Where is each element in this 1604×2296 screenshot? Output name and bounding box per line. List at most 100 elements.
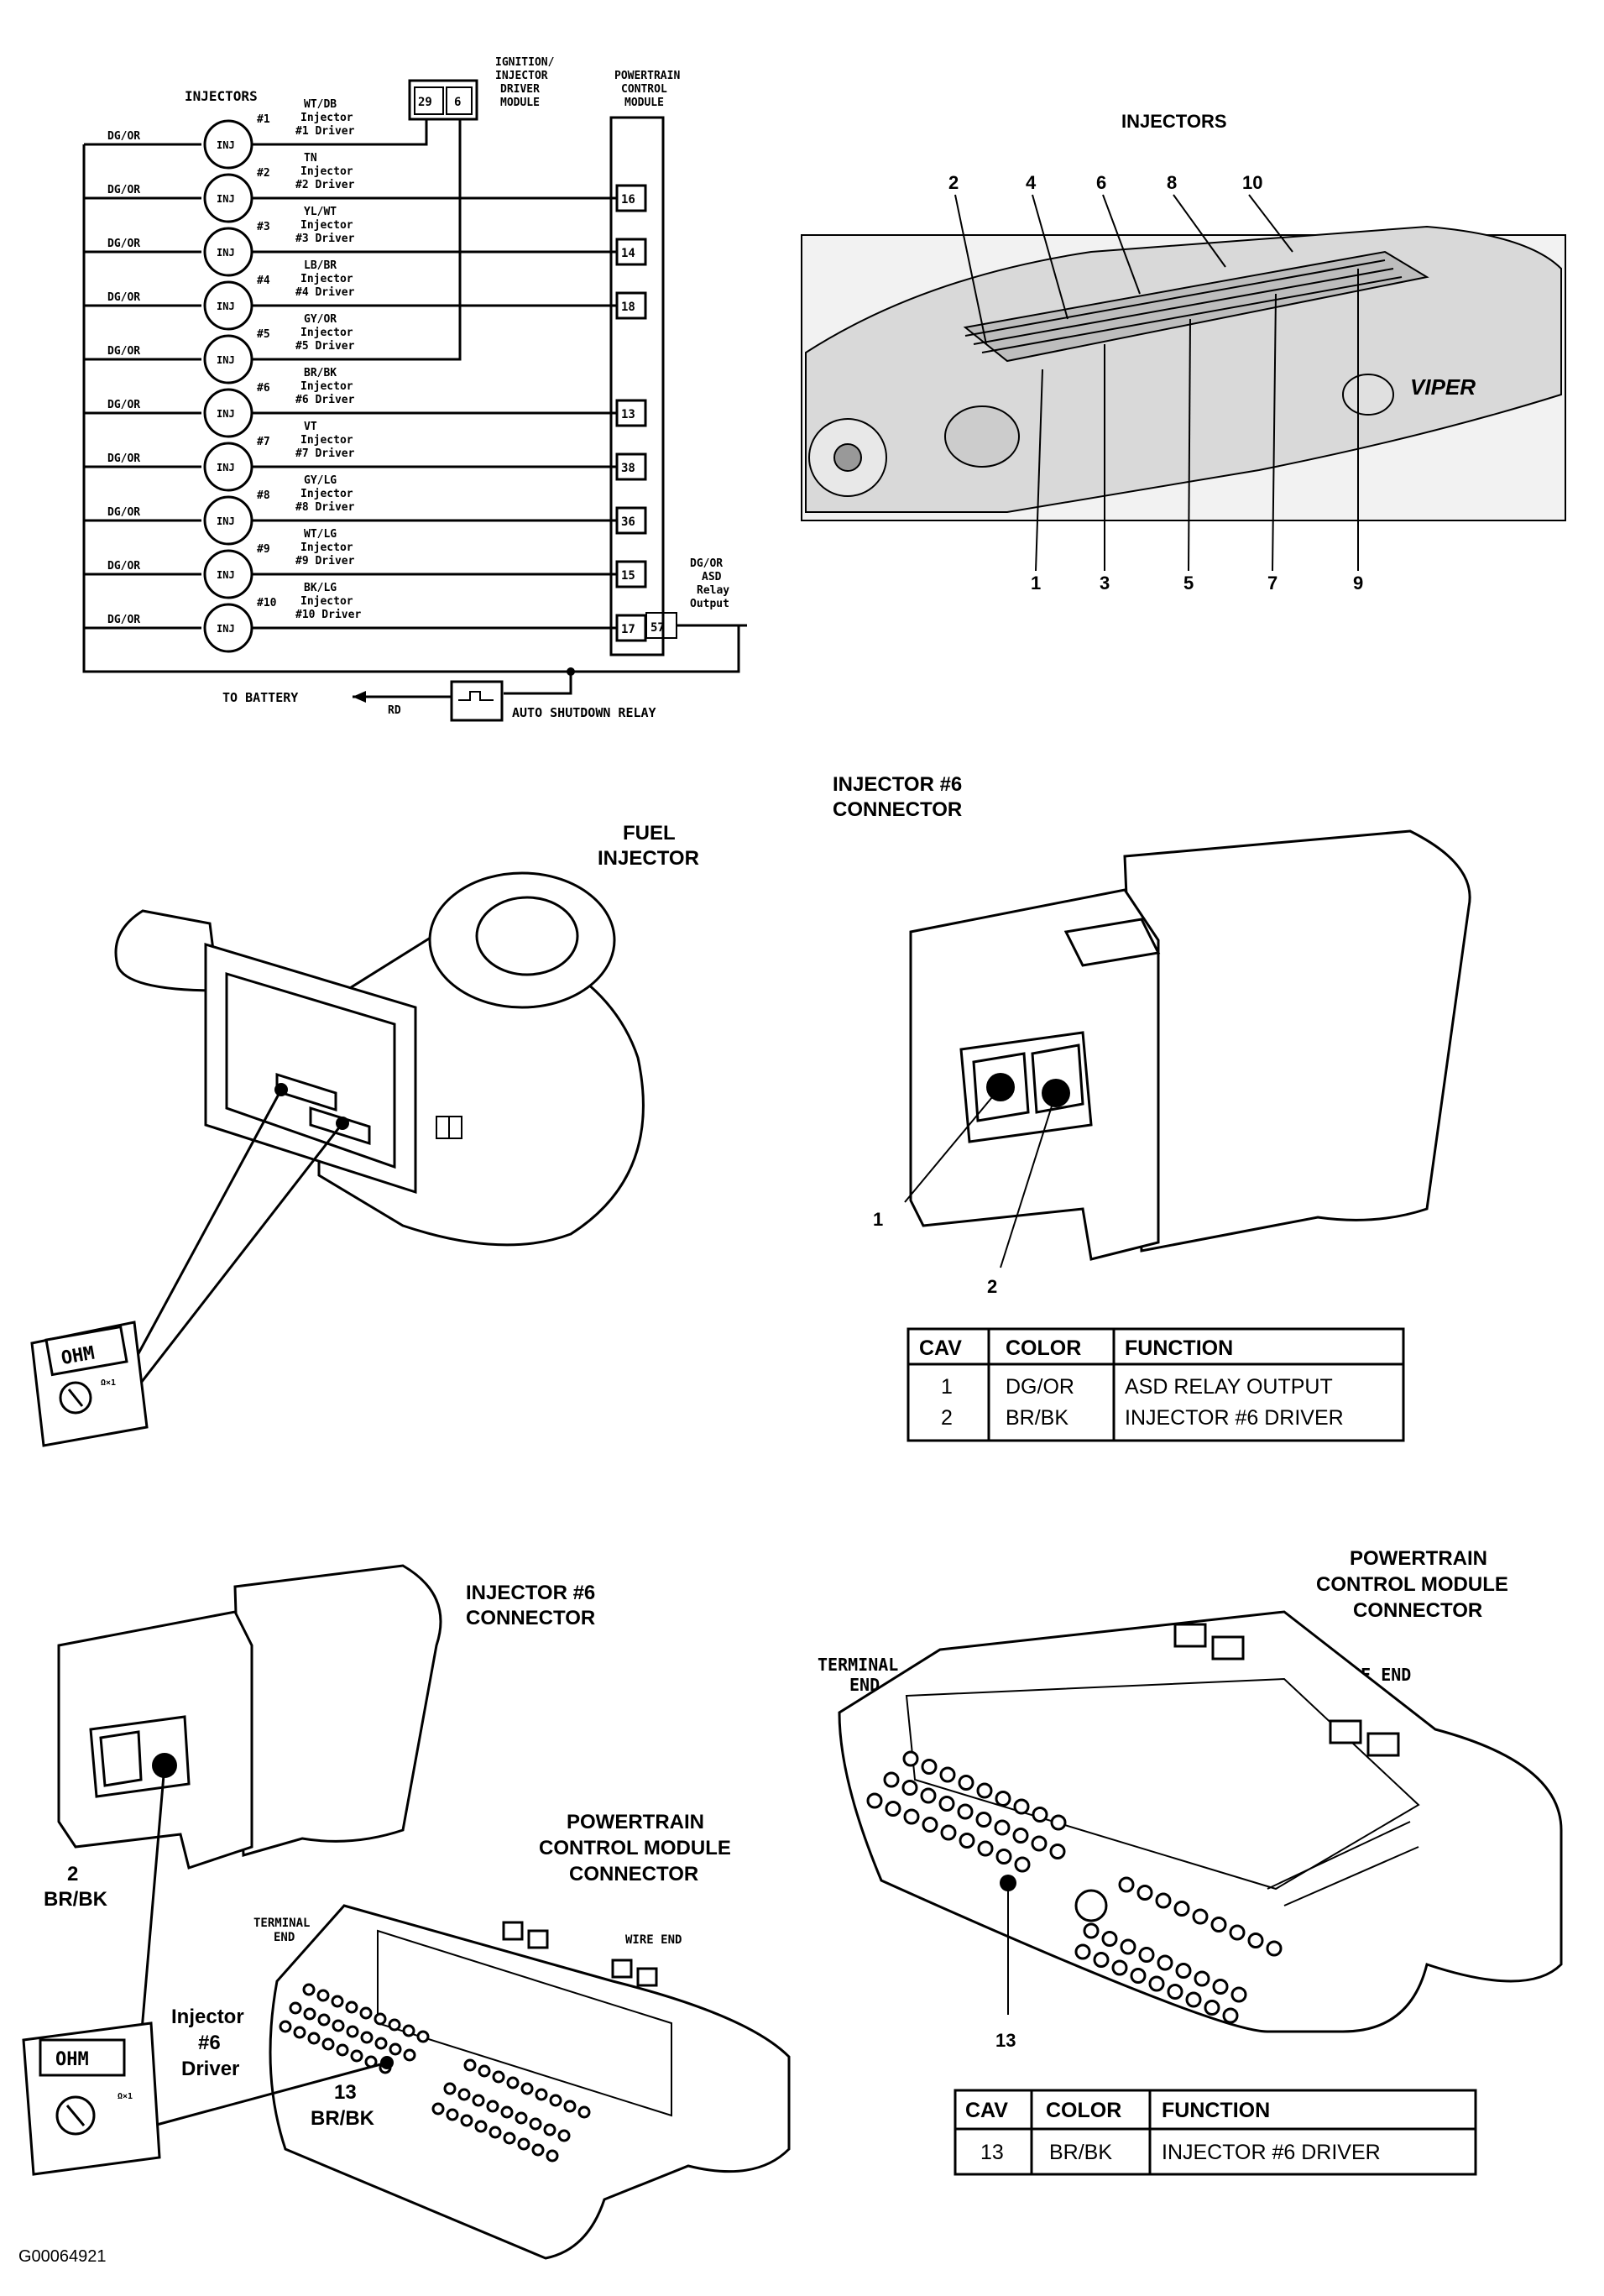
connector-pin [959, 1833, 975, 1849]
ign-header-3: DRIVER [500, 83, 540, 96]
connector-pin [279, 2020, 292, 2033]
battery-arrow-icon [353, 691, 366, 703]
inj6-callout-line-1 [904, 1086, 1001, 1203]
fuel-injector-title-2: INJECTOR [598, 847, 699, 870]
connector-pin [1230, 1986, 1247, 2003]
bl-tab-4 [636, 1967, 658, 1987]
pcm-pin-number: 36 [621, 515, 635, 529]
connector-pin [374, 2012, 387, 2026]
pcm-header-1: POWERTRAIN [614, 70, 680, 82]
engine-callout-top: 10 [1242, 172, 1262, 193]
engine-callout-top: 4 [1026, 172, 1037, 193]
asd-label-4: Output [690, 598, 729, 610]
bl-tab-1 [502, 1921, 524, 1941]
engine-callout-line [1188, 318, 1191, 572]
connector-pin [866, 1792, 883, 1809]
manifold-ribs [964, 259, 1403, 353]
table1-header-function: FUNCTION [1125, 1336, 1233, 1360]
ohmmeter-dial-pointer [67, 1389, 84, 1407]
engine-title: INJECTORS [1121, 111, 1227, 132]
pcm-pin-number: 17 [621, 623, 635, 636]
engine-callout-line [1032, 194, 1068, 320]
ground-wire-label: DG/OR [107, 291, 140, 304]
injector-driver-label: #4 Driver [295, 286, 355, 299]
ground-wire-label: DG/OR [107, 614, 140, 626]
table2-header-cav: CAV [965, 2099, 1008, 2122]
br-terminal-end-1: TERMINAL [818, 1655, 898, 1675]
bl-cav-label: 2 [67, 1863, 78, 1885]
engine-callout-line [1035, 369, 1043, 572]
connector-pin [374, 2037, 388, 2050]
engine-callout-bottom: 3 [1100, 573, 1110, 594]
connector-pin [345, 2001, 358, 2014]
injector6-pinout-table: CAV COLOR FUNCTION 1 DG/OR ASD RELAY OUT… [906, 1327, 1405, 1442]
table1-row2-cav: 2 [941, 1406, 953, 1430]
connector-pin [1210, 1917, 1227, 1933]
injector-wire-color: BK/LG [304, 582, 337, 594]
connector-pin [938, 1796, 955, 1812]
connector-pin [1130, 1968, 1147, 1984]
connector-pin [321, 2037, 335, 2051]
injector-name: Injector [300, 112, 353, 124]
engine-callout-line [954, 194, 987, 345]
table1-row1-function: ASD RELAY OUTPUT [1125, 1375, 1333, 1399]
connector-pin [549, 2094, 562, 2107]
bl-driver-label-3: Driver [181, 2058, 239, 2080]
table2-header-color: COLOR [1046, 2099, 1121, 2122]
injector-coil-symbol: INJ [217, 408, 235, 420]
bl-ohmmeter-dial-pointer [65, 2105, 86, 2126]
pulley-hub [833, 443, 862, 472]
pcm-pin-number: 14 [621, 247, 635, 260]
injector-number: #2 [257, 167, 270, 180]
injector-driver-label: #5 Driver [295, 340, 355, 353]
connector-pin [557, 2129, 571, 2142]
connector-pin [331, 1995, 344, 2008]
pcm-header-2: CONTROL [621, 83, 667, 96]
connector-pin [332, 2019, 345, 2032]
table1-header-color: COLOR [1006, 1336, 1081, 1360]
driver-wire [252, 119, 428, 146]
connector-pin [1032, 1807, 1048, 1823]
relay-switch-icon [458, 691, 494, 701]
connector-pin [389, 2042, 402, 2056]
table2-row1-color: BR/BK [1049, 2141, 1112, 2164]
ohmmeter-range: Ω×1 [101, 1378, 116, 1388]
injector-coil-symbol: INJ [217, 247, 235, 259]
pcm-pin-box [615, 291, 647, 320]
injector-coil-symbol: INJ [217, 193, 235, 205]
ground-wire-label: DG/OR [107, 452, 140, 465]
engine-callout-line [1248, 194, 1293, 253]
connector-pin [1101, 1931, 1118, 1947]
connector-pin [1118, 1876, 1135, 1893]
bl-cavity-1 [99, 1730, 143, 1787]
connector-pin [307, 2032, 321, 2045]
bl-probe-lead-2 [144, 2061, 388, 2130]
injector-coil-symbol: INJ [217, 139, 235, 151]
injector-wire-color: BR/BK [304, 367, 337, 379]
injector-number: #4 [257, 275, 270, 287]
ign-header-2: INJECTOR [495, 70, 548, 82]
connector-pin [883, 1771, 900, 1788]
asd-pin: 57 [650, 621, 665, 635]
injector-name: Injector [300, 541, 353, 554]
pcm-pin-box [615, 184, 647, 212]
bl-wire-end: WIRE END [625, 1933, 682, 1947]
ohmmeter-display [44, 1325, 128, 1377]
bl-pcm-connector-body [269, 1904, 791, 2260]
ign-header-4: MODULE [500, 97, 540, 109]
connector-pin [303, 2007, 316, 2021]
bl-driver-label-2: #6 [198, 2032, 221, 2054]
connector-pin [1229, 1924, 1246, 1941]
br-pin-callout: 13 [995, 2030, 1016, 2051]
injector-coil-symbol: INJ [217, 569, 235, 581]
asd-label-3: Relay [697, 584, 729, 597]
br-tab-2 [1211, 1635, 1245, 1661]
bl-cav-color: BR/BK [44, 1888, 108, 1911]
inj6-callout-line-2 [1000, 1092, 1057, 1268]
relay-box [450, 680, 504, 722]
